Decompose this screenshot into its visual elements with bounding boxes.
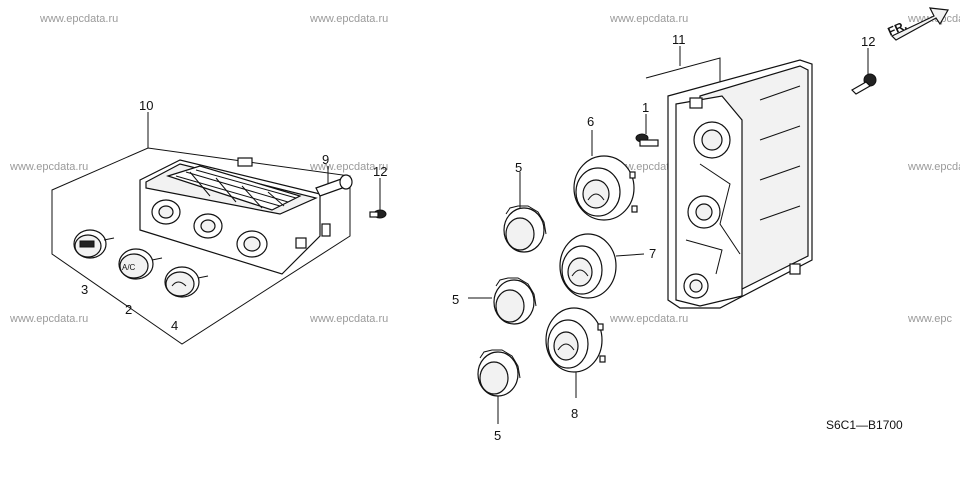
callout-6: 6 xyxy=(587,114,594,129)
callout-12-right: 12 xyxy=(861,34,875,49)
callout-2: 2 xyxy=(125,302,132,317)
callout-4: 4 xyxy=(171,318,178,333)
callout-5-top: 5 xyxy=(515,160,522,175)
knob-part-5-bottom xyxy=(477,349,521,424)
callout-5-mid: 5 xyxy=(452,292,459,307)
callout-5-bottom: 5 xyxy=(494,428,501,443)
dial-part-6 xyxy=(573,130,638,221)
callout-8: 8 xyxy=(571,406,578,421)
dial-part-7 xyxy=(559,233,645,299)
knob-part-3 xyxy=(73,229,115,259)
fr-label: FR. xyxy=(886,18,909,39)
callout-9: 9 xyxy=(322,152,329,167)
callout-1: 1 xyxy=(642,100,649,115)
arrow-icon xyxy=(890,7,949,41)
vent-grille xyxy=(166,165,302,211)
control-unit-assembly xyxy=(645,46,813,309)
knob-part-5-mid xyxy=(468,277,537,325)
dial-part-8 xyxy=(545,307,606,398)
watermark: www.epcdata.ru xyxy=(39,13,118,25)
callout-layer: 1 2 3 4 5 5 5 6 7 8 9 10 11 12 12 xyxy=(81,32,875,443)
watermark: www.epcdata.ru xyxy=(609,313,688,325)
front-arrow: FR. xyxy=(886,7,949,41)
watermark: www.epcdata.ru xyxy=(9,313,88,325)
ac-label: A/C xyxy=(122,263,136,272)
screw-part-12 xyxy=(369,178,387,219)
callout-7: 7 xyxy=(649,246,656,261)
watermark: www.epcdata.ru xyxy=(609,13,688,25)
pin-part-9 xyxy=(315,166,353,197)
knob-part-5-top xyxy=(503,172,547,253)
screw-part-1 xyxy=(635,114,659,147)
watermark: www.epcdata.ru xyxy=(309,161,388,173)
watermark: www.epcdata.ru xyxy=(9,161,88,173)
diagram-code: S6C1—B1700 xyxy=(826,418,903,432)
callout-3: 3 xyxy=(81,282,88,297)
knob-part-2: A/C xyxy=(118,248,163,280)
watermark: www.epcdata.ru xyxy=(907,161,960,173)
knob-part-4 xyxy=(164,266,209,298)
watermark: www.epcdata.ru xyxy=(309,13,388,25)
watermark: www.epc xyxy=(907,313,953,325)
callout-11: 11 xyxy=(672,32,686,47)
control-panel-assembly: A/C xyxy=(51,112,387,345)
screw-part-12-right xyxy=(851,48,877,95)
watermark: www.epcdata.ru xyxy=(309,313,388,325)
callout-10: 10 xyxy=(139,98,153,113)
callout-12-left: 12 xyxy=(373,164,387,179)
watermark-layer: www.epcdata.ru www.epcdata.ru www.epcdat… xyxy=(9,13,960,325)
